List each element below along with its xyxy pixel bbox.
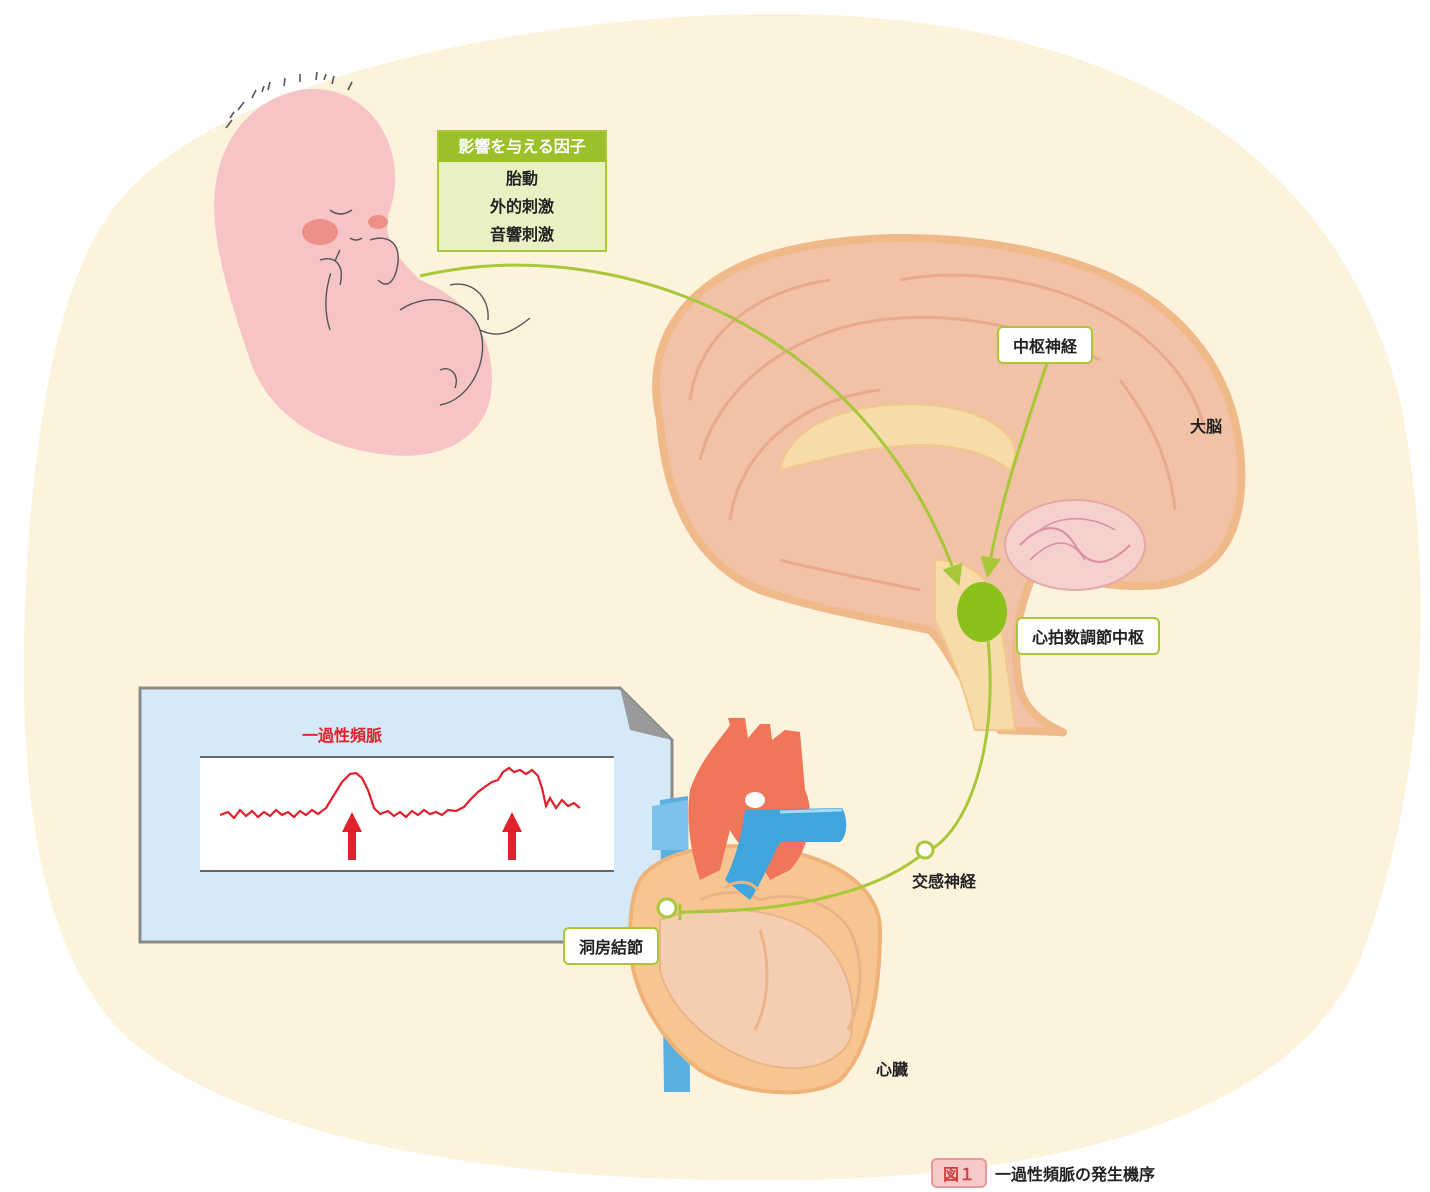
factor-item: 胎動 — [439, 165, 605, 193]
label-sympathetic-nerve: 交感神経 — [912, 868, 976, 892]
ecg-title: 一過性頻脈 — [302, 722, 382, 746]
label-hr-center: 心拍数調節中枢 — [1016, 617, 1160, 655]
factor-item: 外的刺激 — [439, 193, 605, 221]
factor-box-header: 影響を与える因子 — [439, 132, 605, 162]
figure-title: 一過性頻脈の発生機序 — [995, 1161, 1155, 1185]
figure-badge: 図１ — [931, 1158, 987, 1188]
hr-center-node — [957, 582, 1007, 642]
factor-box: 影響を与える因子 胎動 外的刺激 音響刺激 — [437, 130, 607, 252]
label-heart: 心臓 — [876, 1056, 908, 1080]
factor-item: 音響刺激 — [439, 221, 605, 249]
figure-caption: 図１ 一過性頻脈の発生機序 — [931, 1158, 1155, 1188]
label-cerebrum: 大脳 — [1190, 413, 1222, 437]
label-sa-node: 洞房結節 — [563, 927, 659, 965]
ecg-panel — [140, 688, 672, 942]
sympathetic-node — [917, 842, 933, 858]
label-central-nerve: 中枢神経 — [997, 326, 1093, 364]
sa-node-marker — [658, 899, 676, 917]
